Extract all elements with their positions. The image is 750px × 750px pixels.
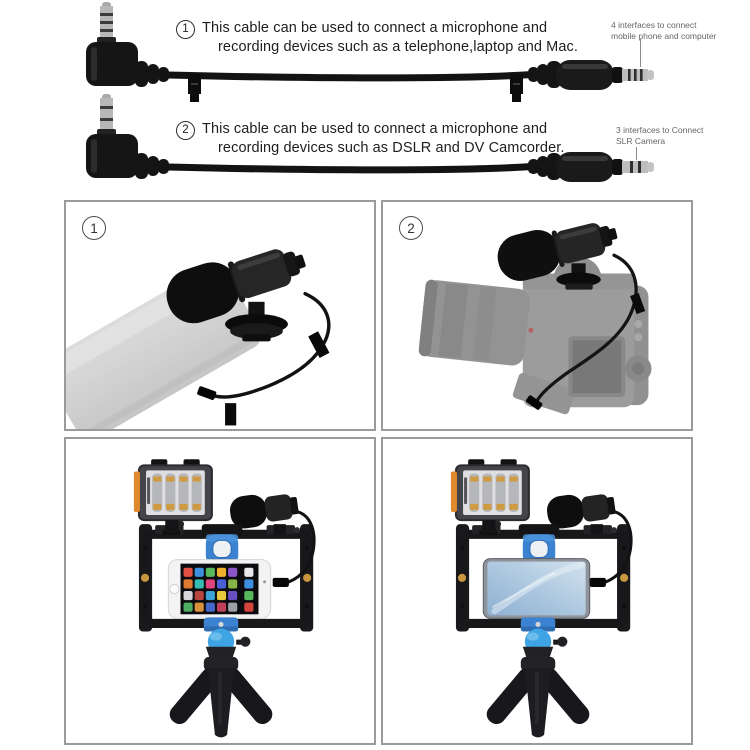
ball-head-knob: [240, 636, 251, 647]
ball-head: [205, 628, 251, 659]
ball-head: [522, 628, 568, 659]
cable-clip: [510, 74, 523, 102]
usage-panel-dslr: 2: [381, 200, 693, 431]
mini-tripod: [169, 656, 273, 738]
usage-panel-smartphone: 1: [64, 200, 376, 431]
aa-batteries: [152, 473, 202, 512]
panel-circled-number-1: 1: [82, 216, 106, 240]
shotgun-microphone: [166, 249, 306, 342]
led-video-light: [450, 459, 530, 536]
cable-clip: [308, 331, 330, 358]
cable-plug: [272, 577, 289, 587]
mic-cable: [213, 291, 331, 399]
cable-plug: [197, 386, 217, 400]
circled-number-2: 2: [176, 121, 195, 140]
microphone-on-smartphone-photo: [66, 249, 331, 429]
rig-kit-panel-front: [64, 437, 376, 745]
camera-red-badge: [528, 327, 534, 333]
cable-clip: [225, 403, 237, 426]
ball-head-knob: [557, 636, 568, 647]
cable-clip: [188, 74, 201, 102]
gold-thumbscrew: [620, 573, 629, 582]
cable-2-description-line1: This cable can be used to connect a micr…: [202, 121, 548, 137]
cable-1-description-line2: recording devices such as a telephone,la…: [218, 39, 578, 55]
shotgun-microphone: [547, 494, 616, 535]
cable-1-annotation: 4 interfaces to connect mobile phone and…: [611, 20, 717, 41]
aa-batteries: [469, 473, 519, 512]
cable-2-description-line2: recording devices such as DSLR and DV Ca…: [218, 140, 565, 156]
gold-thumbscrew: [457, 573, 467, 582]
cable-wire: [164, 70, 542, 82]
microphone-on-dslr-photo: [418, 223, 652, 415]
smartphone-rig-kit-photo-rear: [450, 459, 633, 738]
cable-1-illustration: [86, 2, 654, 102]
cable-wire: [164, 162, 542, 174]
cable-2-description: 2 This cable can be used to connect a mi…: [176, 120, 565, 158]
cable-2-illustration: [86, 94, 654, 182]
smartphone-front: [167, 559, 272, 619]
cable-1-description: 1 This cable can be used to connect a mi…: [176, 19, 578, 57]
smartphone-rig-kit-photo-front: [133, 459, 316, 738]
circled-number-1: 1: [176, 20, 195, 39]
cable-clip: [630, 292, 646, 315]
cable-plug: [589, 577, 606, 587]
straight-trs-plug: [528, 152, 654, 182]
gold-thumbscrew: [140, 573, 150, 582]
shotgun-microphone: [230, 494, 299, 535]
panel-circled-number-2: 2: [399, 216, 423, 240]
shotgun-microphone: [497, 223, 618, 290]
mic-cable: [535, 253, 638, 403]
home-button: [169, 584, 180, 594]
app-icon-grid: [183, 567, 254, 612]
led-video-light: [133, 459, 213, 536]
annotation-leader-line: [640, 39, 641, 67]
cable-plug: [525, 395, 543, 410]
smartphone-rear: [482, 558, 591, 619]
camera-lens: [418, 279, 530, 366]
mic-cable: [287, 510, 316, 584]
mic-shoe-wheel: [556, 272, 601, 287]
cable-2-annotation: 3 interfaces to Connect SLR Camera: [616, 125, 704, 146]
mini-tripod: [486, 656, 590, 738]
gold-thumbscrew: [303, 573, 312, 582]
orange-side-strip: [133, 471, 140, 512]
orange-side-strip: [450, 471, 457, 512]
mic-cable: [604, 510, 633, 584]
right-angle-plug: [86, 2, 169, 87]
straight-trrs-plug: [528, 60, 654, 90]
cable-1-description-line1: This cable can be used to connect a micr…: [202, 20, 548, 36]
annotation-leader-line: [636, 147, 637, 160]
rig-kit-panel-rear: [381, 437, 693, 745]
right-angle-plug: [86, 94, 169, 179]
